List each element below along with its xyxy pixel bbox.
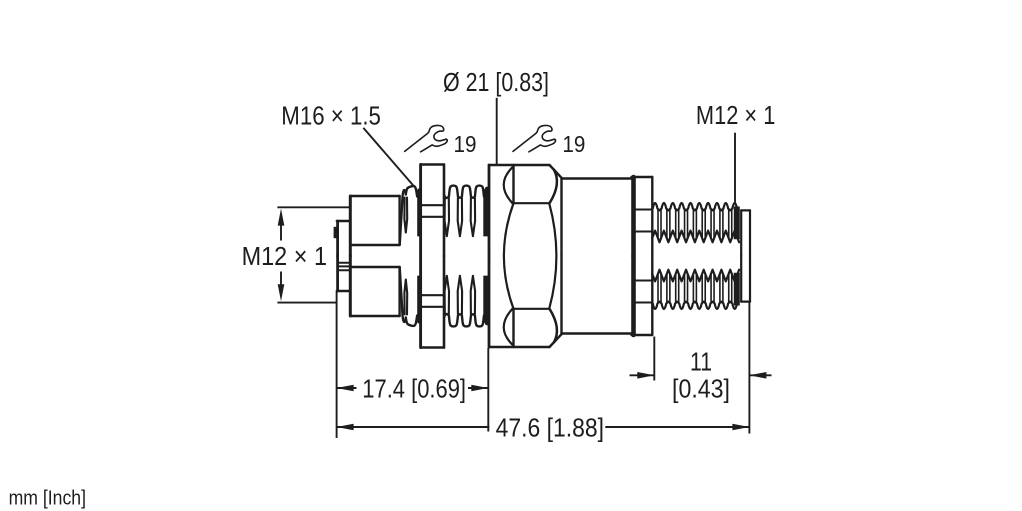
- svg-text:11: 11: [690, 349, 712, 377]
- svg-text:19: 19: [562, 131, 585, 157]
- svg-text:M12 × 1: M12 × 1: [242, 243, 327, 271]
- svg-text:mm [Inch]: mm [Inch]: [9, 487, 86, 509]
- svg-text:17.4 [0.69]: 17.4 [0.69]: [362, 375, 466, 403]
- svg-text:19: 19: [454, 131, 477, 157]
- svg-text:[0.43]: [0.43]: [672, 376, 730, 404]
- svg-text:M16 × 1.5: M16 × 1.5: [281, 103, 381, 131]
- svg-text:Ø 21 [0.83]: Ø 21 [0.83]: [443, 69, 549, 97]
- svg-text:47.6 [1.88]: 47.6 [1.88]: [496, 415, 604, 443]
- svg-text:M12 × 1: M12 × 1: [696, 102, 776, 130]
